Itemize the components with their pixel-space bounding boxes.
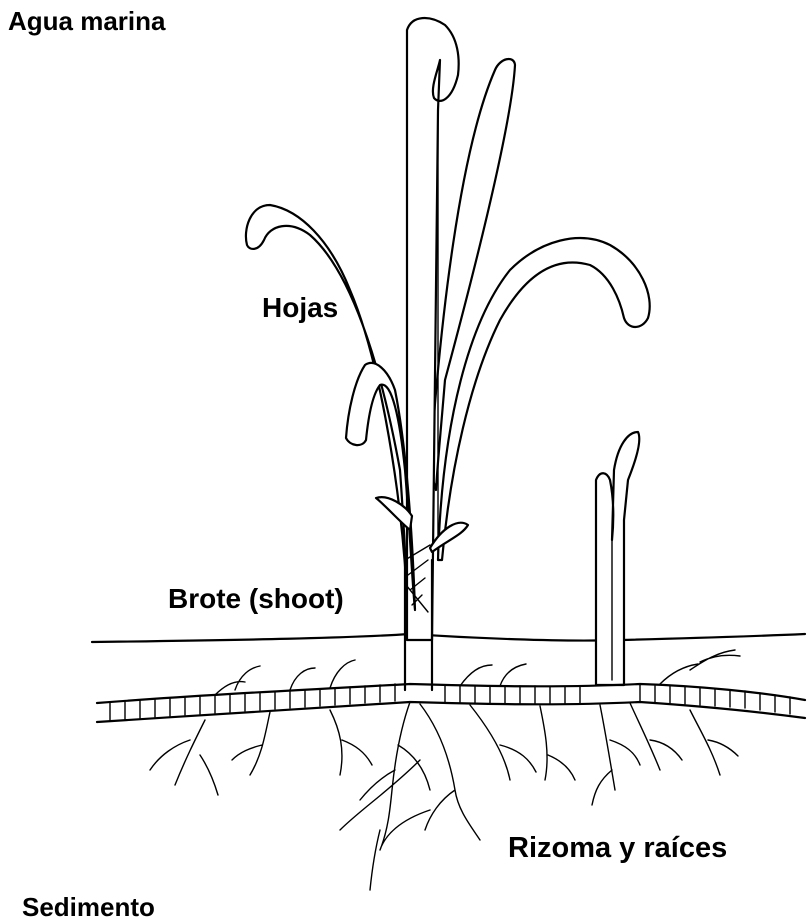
shoot-leaflet-right xyxy=(430,523,468,552)
label-sedimento: Sedimento xyxy=(22,892,155,923)
rhizome-upper-edge xyxy=(97,684,805,703)
leaf-right-tall xyxy=(430,59,515,490)
label-hojas: Hojas xyxy=(262,292,338,324)
surface-rootlets xyxy=(215,650,740,695)
rhizome-lower-edge xyxy=(97,702,805,722)
sediment-surface-line xyxy=(92,634,805,642)
leaf-far-left xyxy=(246,205,408,620)
young-shoot xyxy=(596,432,639,685)
label-rizoma-y-raices: Rizoma y raíces xyxy=(508,832,727,865)
label-agua-marina: Agua marina xyxy=(8,6,166,37)
label-brote: Brote (shoot) xyxy=(168,583,344,615)
